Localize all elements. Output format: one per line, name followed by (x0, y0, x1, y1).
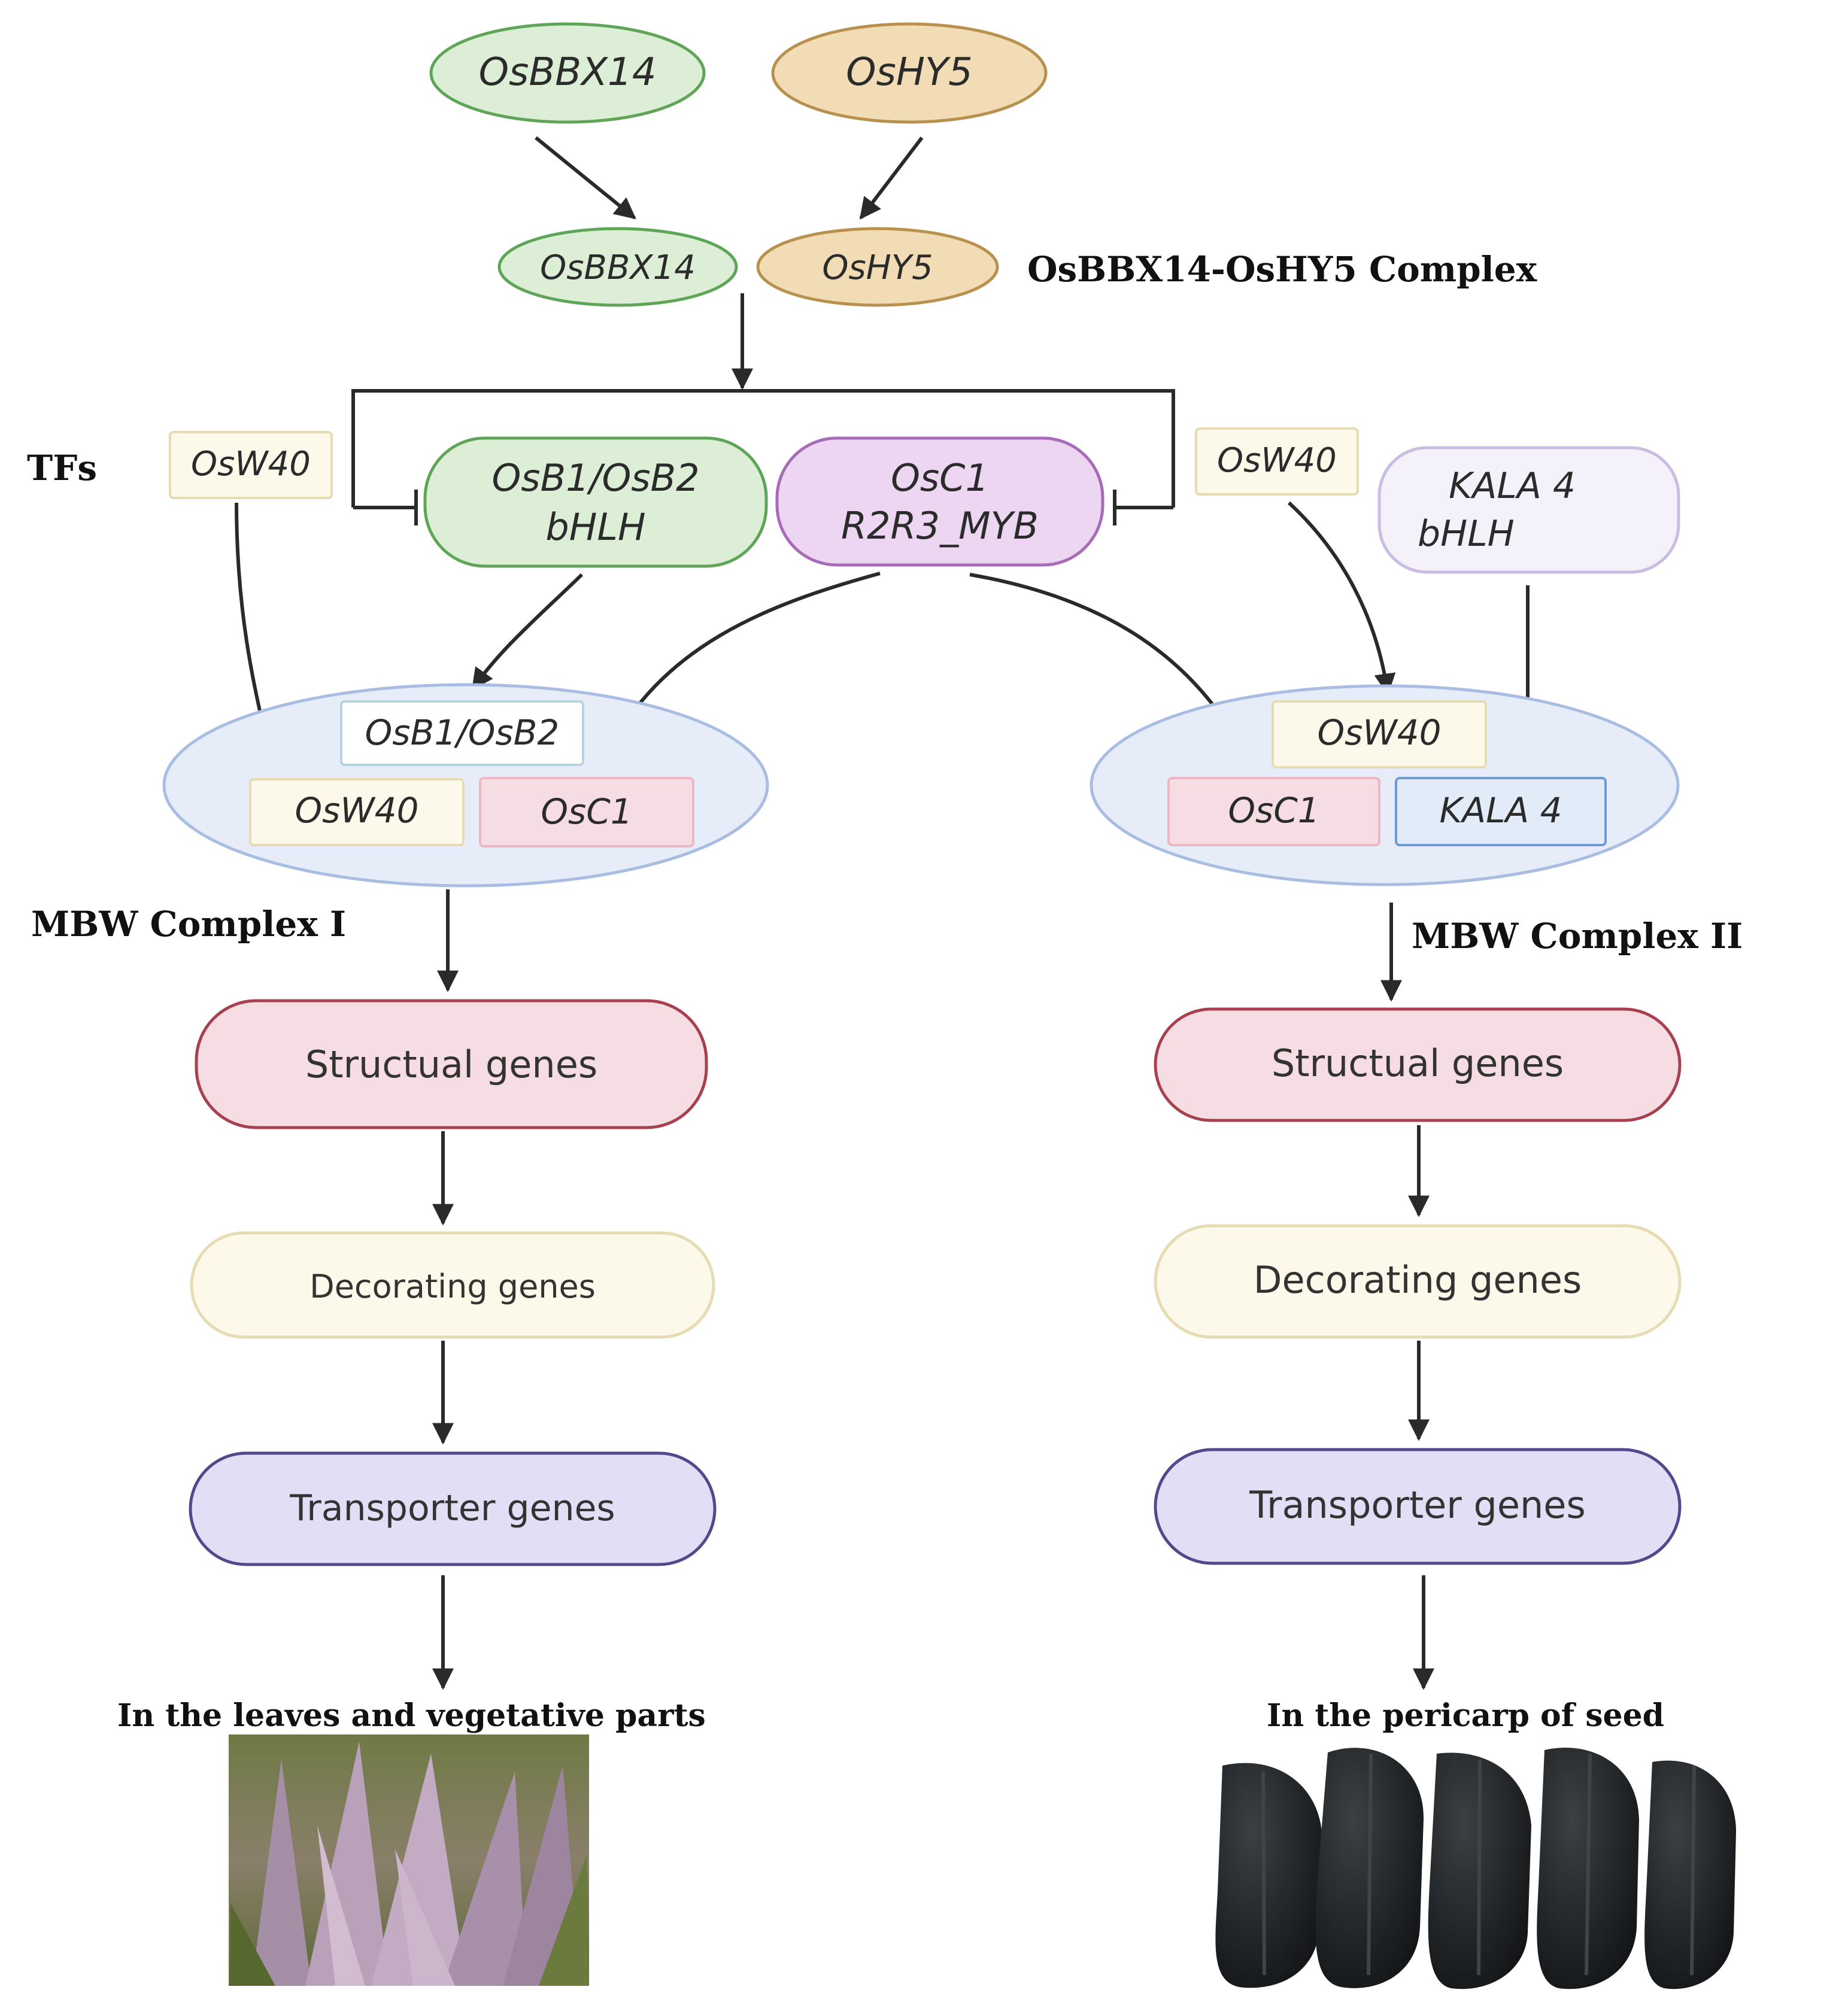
tf-osw40-left: OsW40 (169, 431, 333, 499)
oshy5-top-node: OsHY5 (771, 22, 1048, 124)
arrow-b1b2-to-mbw1 (471, 573, 584, 690)
black-rice-seeds-photo (1215, 1748, 1736, 1989)
left-decorating-genes: Decorating genes (190, 1231, 715, 1339)
rice-seed (1537, 1748, 1639, 1989)
right-structural-genes: Structual genes (1154, 1007, 1682, 1122)
left-transporter-genes: Transporter genes (189, 1451, 717, 1566)
mbw1-osw40-box (249, 778, 465, 846)
mbw2-osw40-box (1272, 700, 1487, 768)
tf-osb1b2-line1: OsB1/OsB2 (491, 456, 699, 500)
left-caption: In the leaves and vegetative parts (117, 1697, 706, 1734)
tf-osc1-line1: OsC1 (891, 456, 989, 500)
tf-osw40-left-label: OsW40 (191, 445, 311, 484)
right-caption: In the pericarp of seed (1267, 1697, 1664, 1734)
mbw2-label: MBW Complex II (1412, 916, 1743, 956)
right-structural-label: Structual genes (1272, 1041, 1564, 1085)
right-decorating-label: Decorating genes (1254, 1258, 1582, 1302)
mbw2-kala4-box (1395, 777, 1607, 846)
tf-osc1-r2r3-myb: OsC1 R2R3_MYB (775, 436, 1104, 567)
complex-hy5-node: OsHY5 (756, 227, 999, 307)
mbw2-kala4-label: KALA 4 (1439, 790, 1562, 831)
tf-osc1-line2: R2R3_MYB (841, 504, 1039, 548)
tf-osb1b2-bhlh: OsB1/OsB2 bHLH (423, 436, 768, 568)
left-decorating-label: Decorating genes (309, 1268, 596, 1305)
oshy5-top-label: OsHY5 (846, 50, 973, 95)
complex-bbx14-label: OsBBX14 (540, 248, 696, 287)
complex-hy5-label: OsHY5 (822, 248, 933, 287)
complex-bbx14-node: OsBBX14 (497, 227, 738, 307)
mbw-complex-1: OsB1/OsB2 OsW40 OsC1 (162, 683, 769, 888)
osbbx14-top-label: OsBBX14 (479, 50, 657, 95)
tfs-label: TFs (27, 448, 97, 488)
tf-osw40-right-label: OsW40 (1217, 441, 1337, 480)
left-transporter-label: Transporter genes (289, 1487, 615, 1529)
mbw2-osc1-label: OsC1 (1228, 790, 1319, 831)
rice-seed (1428, 1752, 1531, 1989)
mbw-complex-2: OsW40 OsC1 KALA 4 (1090, 684, 1680, 886)
rice-seed (1644, 1760, 1736, 1989)
mbw1-osb1b2-label: OsB1/OsB2 (365, 712, 560, 753)
left-structural-label: Structual genes (305, 1043, 597, 1086)
osbbx14-top-node: OsBBX14 (429, 22, 706, 124)
purple-leaves-photo (229, 1734, 589, 1986)
tf-osw40-right: OsW40 (1195, 427, 1359, 496)
tf-kala4-line2: bHLH (1418, 513, 1515, 555)
mbw2-osw40-label: OsW40 (1317, 712, 1441, 753)
arrow-w40-right-to-mbw2 (1287, 501, 1396, 695)
arrow-hy5-to-complex (859, 136, 924, 220)
left-structural-genes: Structual genes (195, 999, 708, 1129)
mbw1-osc1-box (479, 777, 694, 847)
mbw1-osb1b2-box (340, 700, 584, 766)
tf-osb1b2-line2: bHLH (545, 505, 645, 549)
inhibition-bracket (351, 389, 1175, 525)
right-decorating-genes: Decorating genes (1154, 1224, 1682, 1339)
right-transporter-label: Transporter genes (1249, 1483, 1586, 1527)
mbw1-osw40-label: OsW40 (295, 790, 418, 831)
arrow-bbx14-to-complex (535, 136, 636, 220)
right-transporter-genes: Transporter genes (1154, 1448, 1682, 1565)
tf-kala4-bhlh: KALA 4 bHLH (1377, 446, 1680, 574)
complex-label: OsBBX14-OsHY5 Complex (1027, 249, 1537, 290)
mbw2-osc1-box (1167, 777, 1380, 846)
mbw1-label: MBW Complex I (31, 904, 346, 944)
tf-kala4-line1: KALA 4 (1449, 465, 1576, 507)
mbw1-osc1-label: OsC1 (541, 791, 632, 832)
rice-seed (1315, 1748, 1424, 1988)
rice-seed (1215, 1763, 1322, 1988)
